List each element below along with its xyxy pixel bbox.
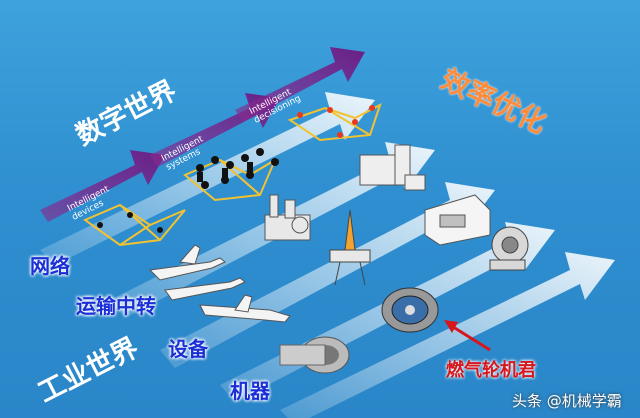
network-mesh bbox=[82, 102, 382, 247]
transport-label: 运输中转 bbox=[76, 294, 156, 318]
intelligence-arrows bbox=[40, 47, 365, 222]
flow-arrow-5 bbox=[280, 252, 615, 418]
jet-engine-icon bbox=[279, 336, 350, 374]
refinery-icon bbox=[264, 194, 311, 241]
flow-arrow-1 bbox=[40, 92, 375, 265]
flow-arrow-3 bbox=[160, 182, 495, 368]
gas-turbine-label: 燃气轮机君 bbox=[446, 360, 536, 381]
room-icon bbox=[424, 194, 491, 246]
watermark: 头条 @机械学霸 bbox=[512, 392, 622, 410]
arrow-intelligent-decisioning bbox=[235, 47, 365, 122]
machine-label: 机器 bbox=[230, 379, 270, 403]
network-label: 网络 bbox=[30, 254, 70, 278]
arrow-intelligent-devices bbox=[40, 150, 165, 222]
turbine-pointer-arrow bbox=[444, 320, 491, 352]
people-crowd bbox=[97, 148, 279, 233]
factory-icon bbox=[359, 144, 426, 191]
fan-motor-icon bbox=[489, 226, 529, 271]
gas-turbine-icon bbox=[381, 287, 439, 333]
oil-rig-icon bbox=[329, 209, 371, 286]
airplane-icons bbox=[148, 244, 291, 323]
network-nodes bbox=[297, 105, 375, 138]
equipment-label: 设备 bbox=[168, 337, 208, 361]
